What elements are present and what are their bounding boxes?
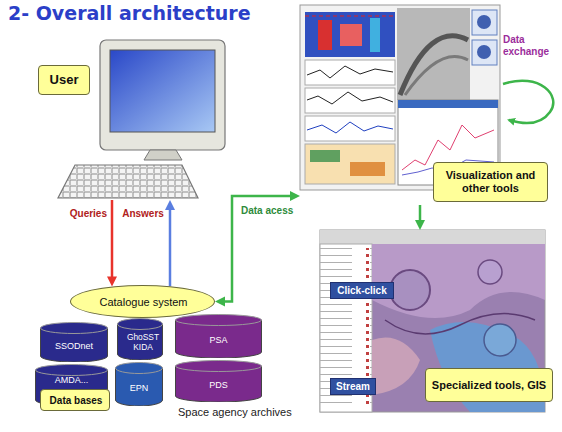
edge-label: Answers (118, 203, 168, 221)
arrow-head (107, 277, 117, 287)
text-box: PSA (177, 326, 260, 354)
connector-arrow (107, 200, 117, 287)
node-text: Click-click (337, 285, 386, 297)
text-box: AMDA... (37, 374, 106, 387)
database-cylinder: EPN (115, 362, 163, 406)
edge-label-text: Data acess (240, 205, 294, 217)
gis-panel: Click-clickStream Specialized tools, GIS (320, 230, 555, 412)
arrow-head (215, 297, 225, 307)
connector-arrow (215, 191, 300, 307)
edge-label: Queries (62, 203, 108, 221)
node-text: PDS (209, 380, 228, 390)
node-text: SSODnet (55, 341, 93, 351)
edge-label-text: Queries (69, 208, 108, 220)
label-text: Data exchange (503, 34, 559, 57)
connector-line (111, 200, 114, 279)
database-cylinder: SSODnet (40, 322, 108, 362)
node-text: GhoSST KIDA (118, 333, 168, 352)
annotation-label: Data exchange (503, 34, 559, 57)
title-text: 2- Overall architecture (8, 3, 251, 25)
label-text: Space agency archives (178, 406, 303, 419)
edge-label: Data acess (240, 200, 300, 218)
text-box: Stream (330, 378, 376, 395)
node-text: EPN (130, 383, 149, 393)
arrow-head (415, 220, 425, 230)
arrow-head (165, 200, 175, 210)
connector-arrow (415, 205, 425, 230)
node-text: Stream (336, 381, 370, 393)
text-box: EPN (117, 374, 161, 402)
text-box: Catalogue system (75, 288, 212, 317)
node-text: Catalogue system (99, 296, 187, 309)
node-text: Visualization and other tools (434, 169, 547, 194)
archive-cylinder: PDS (175, 360, 262, 402)
computer-icon (58, 40, 225, 198)
connector-line (169, 208, 172, 286)
data-exchange-loop (503, 81, 553, 123)
text-box: PDS (177, 372, 260, 398)
text-box: User (38, 65, 90, 95)
databases-label-box: Data bases (40, 389, 110, 411)
node-text: User (50, 73, 79, 88)
connector-arrow (165, 200, 175, 286)
database-cylinder: GhoSST KIDA (117, 318, 163, 360)
text-box: Click-click (330, 282, 394, 299)
node-text: PSA (209, 335, 227, 345)
title: 2- Overall architecture (8, 3, 251, 25)
arrow-head (290, 191, 300, 201)
node-text: Specialized tools, GIS (432, 379, 546, 392)
node-text: AMDA... (55, 375, 89, 385)
connector-line (419, 205, 422, 222)
node-text: Data bases (50, 395, 103, 407)
catalogue-ellipse: Catalogue system (70, 285, 215, 318)
user-node: User (35, 38, 230, 200)
text-box: Specialized tools, GIS (425, 368, 553, 402)
text-box: Visualization and other tools (433, 162, 548, 202)
archive-cylinder: PSA (175, 314, 262, 358)
text-box: SSODnet (42, 334, 106, 358)
text-box: GhoSST KIDA (118, 328, 168, 358)
edge-label-text: Answers (121, 208, 165, 220)
text-box: Data bases (41, 390, 111, 412)
annotation-label: Space agency archives (178, 406, 303, 419)
